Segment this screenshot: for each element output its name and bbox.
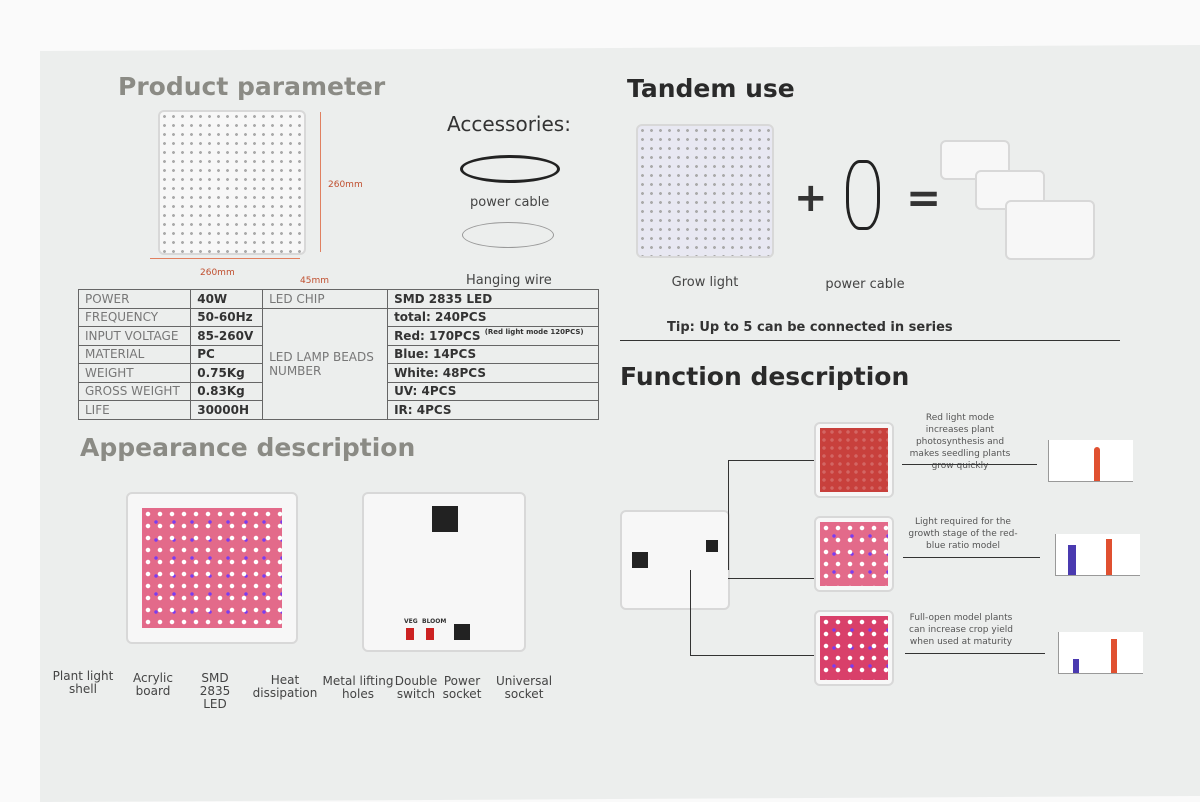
spec-key: MATERIAL bbox=[77, 344, 192, 364]
tandem-power-cable-label: power cable bbox=[825, 277, 905, 292]
grow-light-drawing bbox=[158, 110, 306, 255]
connector bbox=[728, 460, 814, 461]
divider bbox=[620, 340, 1120, 341]
accessories-title: Accessories: bbox=[447, 112, 571, 136]
controller-back-image bbox=[620, 510, 730, 610]
bead-count: White: 48PCS bbox=[387, 363, 599, 383]
full-spectrum-chart bbox=[1058, 632, 1143, 674]
spec-key: INPUT VOLTAGE bbox=[77, 326, 192, 346]
red-blue-spectrum-chart bbox=[1055, 534, 1140, 576]
spec-key: LIFE bbox=[77, 400, 192, 420]
bloom-label: BLOOM bbox=[422, 618, 447, 625]
spec-key: FREQUENCY bbox=[77, 307, 192, 327]
height-dimension: 260mm bbox=[328, 180, 363, 190]
label-acrylic: Acrylic board bbox=[133, 671, 173, 698]
label-power-socket: Power socket bbox=[442, 674, 482, 701]
appearance-title: Appearance description bbox=[80, 433, 416, 462]
spec-value: 85-260V bbox=[190, 326, 264, 346]
red-note: (Red light mode 120PCS) bbox=[484, 327, 584, 336]
label-switch: Double switch bbox=[394, 674, 438, 701]
desc-underline bbox=[905, 653, 1045, 654]
spec-value: 40W bbox=[190, 289, 264, 309]
height-dimension-line bbox=[320, 112, 321, 252]
front-panel-image bbox=[126, 492, 298, 644]
series-light-3 bbox=[1005, 200, 1095, 260]
bead-count: UV: 4PCS bbox=[387, 381, 599, 401]
spec-value: 0.75Kg bbox=[190, 363, 264, 383]
product-parameter-title: Product parameter bbox=[118, 72, 386, 101]
red-blue-mode-image bbox=[814, 516, 894, 592]
spec-key: WEIGHT bbox=[77, 363, 192, 383]
connector bbox=[728, 578, 814, 579]
spec-key: POWER bbox=[77, 289, 192, 309]
veg-label: VEG bbox=[404, 618, 418, 625]
plus-sign: + bbox=[794, 175, 828, 221]
beads-label: LED LAMP BEADS NUMBER bbox=[262, 307, 389, 420]
bead-count: total: 240PCS bbox=[387, 307, 599, 327]
desc-underline bbox=[903, 557, 1040, 558]
spec-value: 0.83Kg bbox=[190, 381, 264, 401]
power-cable-image bbox=[460, 155, 560, 183]
mode-desc-red: Red light mode increases plant photosynt… bbox=[909, 413, 1011, 471]
width-dimension: 260mm bbox=[200, 268, 235, 278]
label-smd: SMD 2835 LED bbox=[199, 671, 231, 711]
red-mode-image bbox=[814, 422, 894, 498]
label-universal: Universal socket bbox=[495, 674, 553, 701]
veg-switch bbox=[406, 628, 414, 640]
bead-count: Red: 170PCS bbox=[394, 328, 481, 343]
label-shell: Plant light shell bbox=[52, 669, 114, 696]
depth-dimension: 45mm bbox=[300, 276, 329, 286]
label-heat: Heat dissipation bbox=[252, 673, 318, 700]
mode-desc-full: Full-open model plants can increase crop… bbox=[909, 613, 1013, 647]
connector bbox=[690, 570, 691, 655]
spec-value: PC bbox=[190, 344, 264, 364]
hanging-wire-label: Hanging wire bbox=[466, 273, 552, 288]
universal-socket bbox=[432, 506, 458, 532]
connector bbox=[690, 655, 814, 656]
hanging-wire-image bbox=[462, 222, 554, 248]
tandem-title: Tandem use bbox=[627, 74, 795, 103]
equals-sign: = bbox=[906, 173, 942, 222]
desc-underline bbox=[902, 464, 1037, 465]
spec-value: 30000H bbox=[190, 400, 264, 420]
grow-light-label: Grow light bbox=[671, 275, 739, 290]
bead-count: IR: 4PCS bbox=[387, 400, 599, 420]
power-cable-label: power cable bbox=[470, 195, 550, 210]
bloom-switch bbox=[426, 628, 434, 640]
grow-light-image bbox=[636, 124, 774, 258]
width-dimension-line bbox=[150, 258, 300, 259]
mode-desc-red-blue: Light required for the growth stage of t… bbox=[908, 517, 1018, 551]
back-panel-image: VEG BLOOM bbox=[362, 492, 526, 652]
bead-count: Blue: 14PCS bbox=[387, 344, 599, 364]
power-cable-image bbox=[846, 160, 880, 230]
red-spectrum-chart bbox=[1048, 440, 1133, 482]
function-title: Function description bbox=[620, 362, 910, 391]
label-lifting: Metal lifting holes bbox=[322, 674, 394, 701]
spec-value: 50-60Hz bbox=[190, 307, 264, 327]
full-mode-image bbox=[814, 610, 894, 686]
connector bbox=[728, 460, 729, 570]
spec-key: GROSS WEIGHT bbox=[77, 381, 192, 401]
tandem-tip: Tip: Up to 5 can be connected in series bbox=[667, 320, 953, 335]
led-chip-label: LED CHIP bbox=[262, 289, 389, 309]
power-socket bbox=[454, 624, 470, 640]
led-chip-value: SMD 2835 LED bbox=[387, 289, 599, 309]
